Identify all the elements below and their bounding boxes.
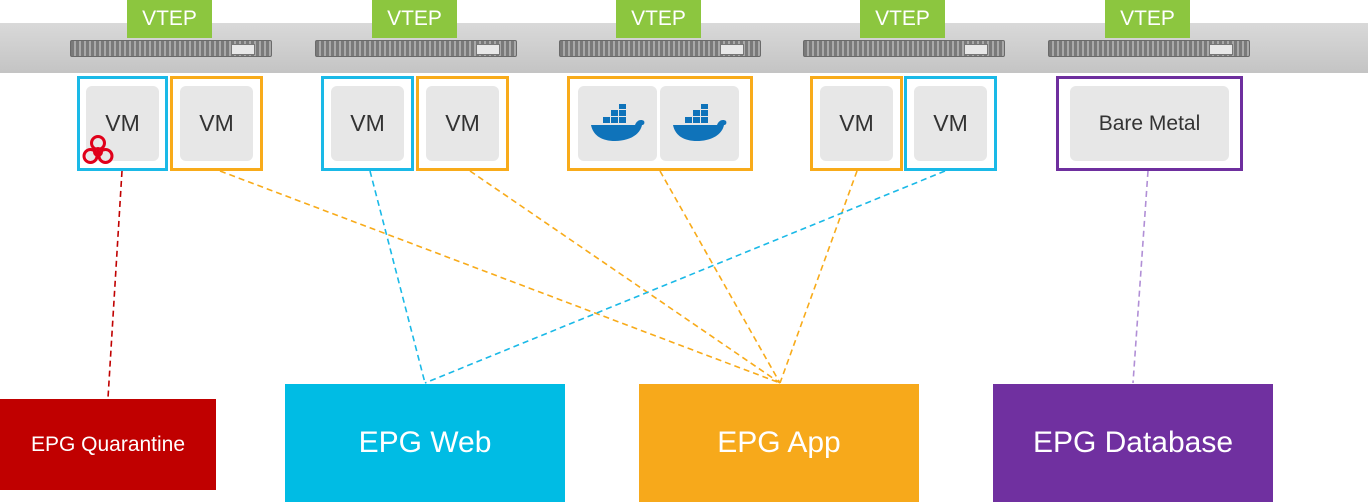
vm-label: VM [350, 110, 385, 136]
host-quarantined-vm: VM [77, 76, 168, 171]
vm-label: VM [199, 110, 234, 136]
link-quarantine [107, 170, 123, 399]
host-containers [567, 76, 753, 171]
vtep-label-4: VTEP [860, 0, 945, 38]
vm-label: VM [839, 110, 874, 136]
bare-metal-label: Bare Metal [1098, 111, 1201, 135]
vm-tile: VM [914, 86, 987, 161]
epg-app-label: EPG App [717, 426, 841, 459]
link-baremetal-database [1132, 170, 1149, 384]
vtep-label-2: VTEP [372, 0, 457, 38]
biohazard-icon [82, 135, 114, 164]
leaf-switch-2 [315, 40, 517, 57]
vm-tile: VM [331, 86, 404, 161]
host-vm: VM [810, 76, 903, 171]
host-vm: VM [321, 76, 414, 171]
epg-web-label: EPG Web [358, 426, 492, 459]
epg-database-label: EPG Database [1032, 426, 1234, 459]
vm-label: VM [445, 110, 480, 136]
leaf-switch-5 [1048, 40, 1250, 57]
epg-quarantine-box: EPG Quarantine [0, 399, 216, 490]
vm-tile: VM [180, 86, 253, 161]
vm-tile: VM [426, 86, 499, 161]
leaf-switch-4 [803, 40, 1005, 57]
link-vm4-app [469, 170, 781, 384]
docker-whale-icon [590, 103, 644, 141]
link-vm3-web [369, 170, 426, 384]
vtep-label-5: VTEP [1105, 0, 1190, 38]
link-vm5-app [779, 170, 858, 384]
host-bare-metal: Bare Metal [1056, 76, 1243, 171]
link-containers-app [659, 170, 781, 384]
leaf-switch-1 [70, 40, 272, 57]
epg-database-box: EPG Database [993, 384, 1273, 502]
epg-app-box: EPG App [639, 384, 919, 502]
host-vm: VM [170, 76, 263, 171]
link-vm2-app [219, 170, 781, 384]
link-vm6-web [424, 170, 946, 384]
vm-label: VM [933, 110, 968, 136]
epg-quarantine-label: EPG Quarantine [30, 432, 186, 456]
leaf-switch-3 [559, 40, 761, 57]
vtep-label-3: VTEP [616, 0, 701, 38]
vm-tile: VM [820, 86, 893, 161]
host-vm: VM [904, 76, 997, 171]
bare-metal-tile: Bare Metal [1070, 86, 1229, 161]
container-tile [660, 86, 739, 161]
vtep-label-1: VTEP [127, 0, 212, 38]
host-vm: VM [416, 76, 509, 171]
vm-label: VM [105, 110, 140, 136]
epg-web-box: EPG Web [285, 384, 565, 502]
docker-whale-icon [672, 103, 726, 141]
container-tile [578, 86, 657, 161]
